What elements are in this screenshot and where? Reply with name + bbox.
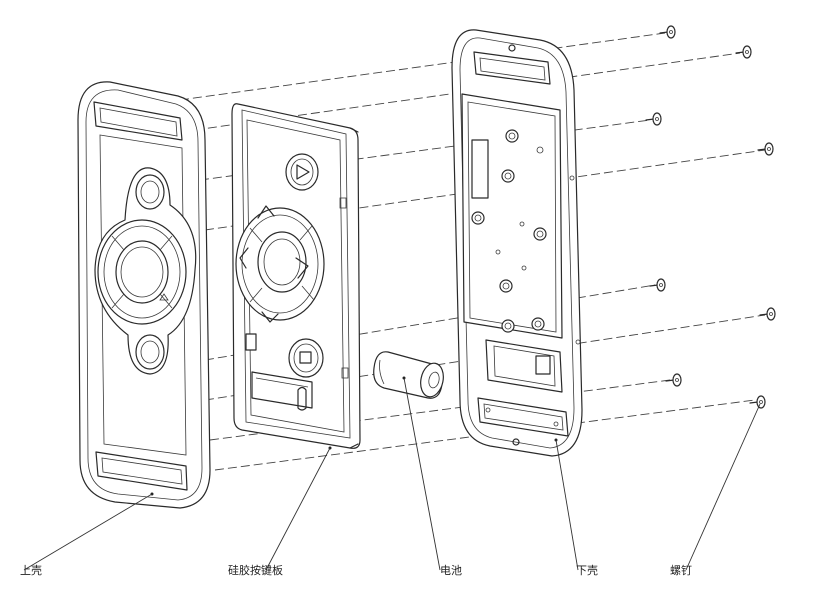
label-upper-shell: 上壳 [20, 563, 42, 577]
label-lower-shell: 下壳 [576, 563, 598, 577]
arrow-left-icon [239, 247, 249, 269]
screw-8 [749, 395, 766, 409]
play-icon [296, 164, 310, 180]
arrow-down-icon [261, 311, 279, 323]
silicone-keypad [231, 103, 361, 450]
screw-2 [735, 45, 752, 59]
screw-3 [645, 112, 662, 126]
lower-shell [451, 29, 583, 457]
arrow-right-icon [295, 257, 309, 279]
screw-4 [757, 142, 774, 156]
arrow-up-icon [257, 205, 275, 219]
label-battery: 电池 [440, 564, 462, 577]
battery [373, 351, 444, 399]
screw-7 [665, 373, 682, 387]
leader-lines [23, 377, 761, 571]
upper-shell [77, 81, 211, 509]
screw-5 [649, 278, 666, 292]
screw-6 [759, 307, 776, 321]
label-screw: 螺钉 [670, 564, 692, 577]
screw-1 [659, 25, 676, 39]
label-silicone-keypad: 硅胶按键板 [228, 563, 283, 577]
stop-icon [299, 351, 312, 364]
screws [645, 25, 776, 409]
